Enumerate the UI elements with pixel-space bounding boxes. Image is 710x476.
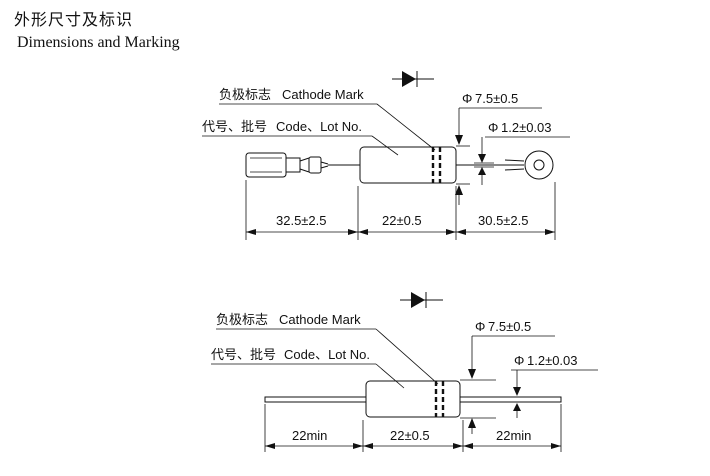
heading-chinese: 外形尺寸及标识 xyxy=(14,10,134,29)
bottom-body-diameter-label: 7.5±0.5 xyxy=(488,319,531,334)
bottom-cathode-label-cn: 负极标志 xyxy=(216,313,268,328)
bottom-right-length-label: 22min xyxy=(496,428,531,443)
top-body-diameter-symbol: Φ xyxy=(462,91,472,106)
top-diode-body xyxy=(359,146,457,184)
top-right-ring-terminal xyxy=(504,150,554,180)
top-right-length-label: 30.5±2.5 xyxy=(478,213,529,228)
bottom-left-length-label: 22min xyxy=(292,428,327,443)
top-left-connector xyxy=(245,152,329,178)
top-lead-diameter-symbol: Φ xyxy=(488,120,498,135)
bottom-diagram: 负极标志 Cathode Mark 代号、批号 Code、Lot No. Φ 7… xyxy=(211,292,598,452)
top-left-length-label: 32.5±2.5 xyxy=(276,213,327,228)
top-cathode-label-cn: 负极标志 xyxy=(219,88,271,103)
top-body-length-label: 22±0.5 xyxy=(382,213,422,228)
bottom-cathode-label-en: Cathode Mark xyxy=(279,312,361,327)
top-code-label-en: Code、Lot No. xyxy=(276,119,362,134)
bottom-diode-symbol xyxy=(400,292,443,308)
top-diagram: 负极标志 Cathode Mark 代号、批号 Code、Lot No. Φ 7… xyxy=(202,71,570,240)
bottom-code-label-en: Code、Lot No. xyxy=(284,347,370,362)
top-code-label-cn: 代号、批号 xyxy=(202,120,267,135)
heading-english: Dimensions and Marking xyxy=(17,34,180,51)
bottom-body-diameter-symbol: Φ xyxy=(475,319,485,334)
bottom-body-length-label: 22±0.5 xyxy=(390,428,430,443)
top-diode-symbol xyxy=(392,71,434,87)
bottom-lead-diameter-label: 1.2±0.03 xyxy=(527,353,578,368)
bottom-diode-body xyxy=(365,380,461,418)
bottom-code-label-cn: 代号、批号 xyxy=(211,348,276,363)
top-lead-diameter-label: 1.2±0.03 xyxy=(501,120,552,135)
top-cathode-label-en: Cathode Mark xyxy=(282,87,364,102)
top-body-diameter-label: 7.5±0.5 xyxy=(475,91,518,106)
bottom-lead-diameter-symbol: Φ xyxy=(514,353,524,368)
